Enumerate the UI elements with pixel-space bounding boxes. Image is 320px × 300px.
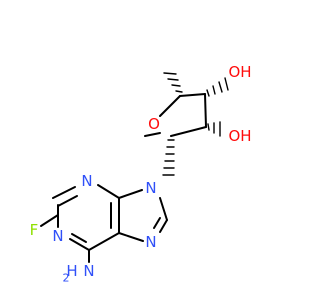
bond-c6-n1-double <box>71 233 87 243</box>
bonds <box>40 93 207 263</box>
bond-o-c4p <box>159 95 181 117</box>
atom-amine-n: N <box>83 262 94 280</box>
bond-c3p-c2p <box>204 93 207 128</box>
bond-c4p-c3p <box>179 93 206 97</box>
bond-c2-f <box>40 214 59 227</box>
bond-c5-c6 <box>88 232 120 251</box>
atom-amine-h: H <box>66 262 77 280</box>
structure-drawing: F N N N N O OH OH H N 2 <box>30 63 252 285</box>
bond-c8-n7-double <box>153 217 161 229</box>
atom-labels: F N N N N O OH OH H N 2 <box>30 63 252 285</box>
bond-n9-c8 <box>159 197 168 221</box>
bond-c4-n9 <box>118 189 143 199</box>
bond-c2p-c1p <box>170 126 207 137</box>
bond-n7-c5 <box>118 232 144 242</box>
atom-oh-bottom: OH <box>228 127 251 145</box>
atom-n3: N <box>81 172 92 190</box>
bond-n3-c4 <box>97 184 120 199</box>
bond-c2-n3 <box>52 186 76 199</box>
atom-amine-subscript: 2 <box>63 272 70 285</box>
atom-n9: N <box>145 179 156 197</box>
bond-c1p-o <box>144 132 161 137</box>
atom-fluorine: F <box>30 221 39 239</box>
bond-c2-n3-double <box>57 195 78 207</box>
atom-n1: N <box>52 227 63 245</box>
bond-c6-n1 <box>69 238 90 251</box>
molecule-diagram: F N N N N O OH OH H N 2 <box>30 63 252 285</box>
atom-n7: N <box>145 233 156 251</box>
atom-ring-oxygen: O <box>148 115 160 133</box>
atom-oh-top: OH <box>228 63 251 81</box>
hashed-bonds <box>162 72 229 176</box>
bond-c8-n7 <box>159 219 168 233</box>
